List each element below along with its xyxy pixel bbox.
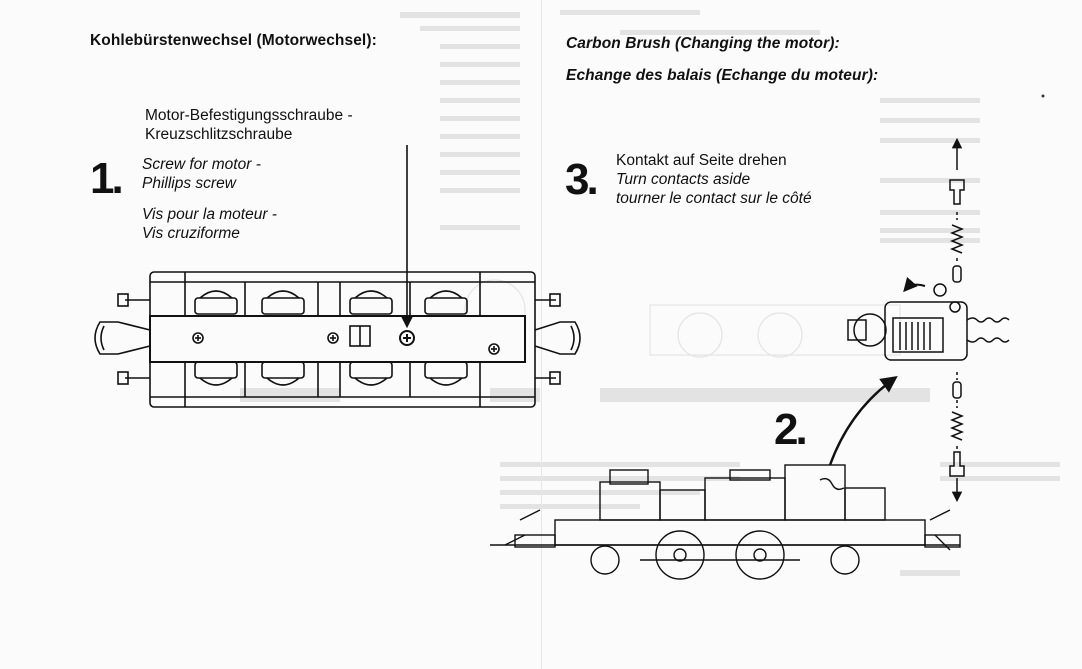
- step-1-english-line2: Phillips screw: [142, 175, 236, 192]
- step-2-curved-arrow: [828, 376, 898, 466]
- motor-assembly: [847, 276, 1010, 361]
- step-1-french-line2: Vis cruziforme: [142, 225, 240, 242]
- motor-cover-plate: [149, 315, 526, 363]
- heading-english: Carbon Brush (Changing the motor):: [566, 35, 840, 52]
- step-1-german-line1: Motor-Befestigungsschraube -: [145, 107, 353, 124]
- cover-screws: [192, 332, 500, 355]
- page-fold: [541, 0, 542, 669]
- coupler-left: [94, 293, 151, 385]
- wheel-sets-bottom: [194, 361, 468, 386]
- coupler-right: [534, 293, 581, 385]
- brush-exploded-axis: [949, 137, 965, 503]
- step-1-english-line1: Screw for motor -: [142, 156, 261, 173]
- step-3-german: Kontakt auf Seite drehen: [616, 152, 787, 169]
- wheel-sets-top: [194, 290, 468, 315]
- heading-german: Kohlebürstenwechsel (Motorwechsel):: [90, 32, 377, 49]
- paper-speck: [1041, 94, 1045, 98]
- step-1-german-line2: Kreuzschlitzschraube: [145, 126, 293, 143]
- step-1-number: 1.: [90, 154, 124, 203]
- step-3-french: tourner le contact sur le côté: [616, 190, 812, 207]
- step-3-number: 3.: [565, 155, 599, 204]
- locomotive-chassis-top-view: [94, 271, 581, 408]
- locomotive-side-view: [490, 464, 961, 580]
- step-2-number: 2.: [774, 405, 808, 454]
- step-1-french-line1: Vis pour la moteur -: [142, 206, 277, 223]
- motor-mounting-screw: [399, 330, 415, 346]
- heading-french: Echange des balais (Echange du moteur):: [566, 67, 879, 84]
- step-3-english: Turn contacts aside: [616, 171, 751, 188]
